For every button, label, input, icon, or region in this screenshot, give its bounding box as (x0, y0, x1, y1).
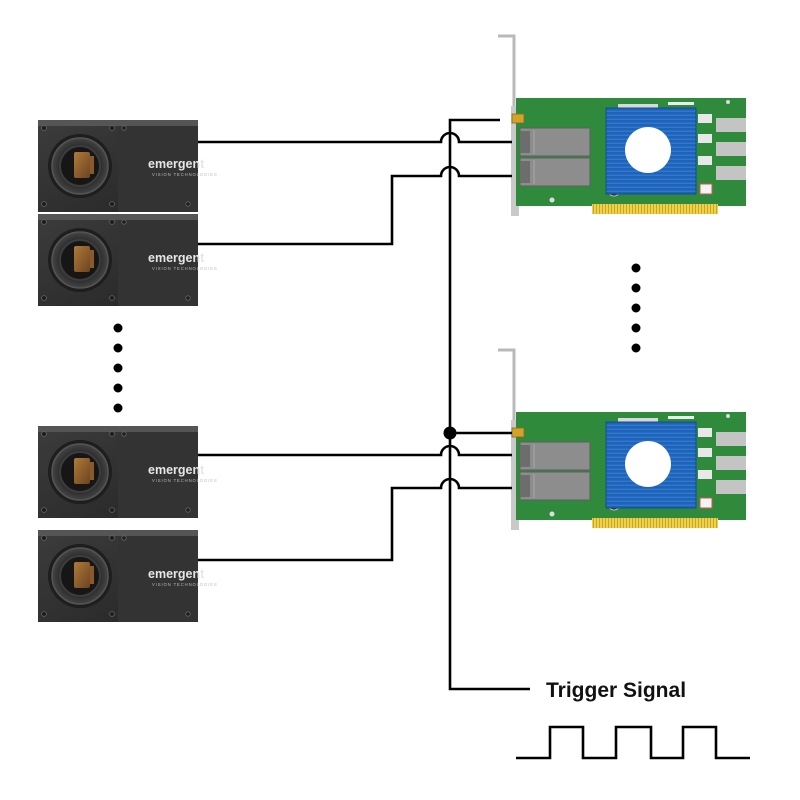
camera-1: emergent VISION TECHNOLOGIES (37, 119, 218, 213)
camera-3: emergent VISION TECHNOLOGIES (37, 425, 218, 519)
cable-camera-2 (198, 165, 512, 246)
camera-1-brand: emergent (148, 157, 205, 171)
camera-2: emergent VISION TECHNOLOGIES (37, 213, 218, 307)
network-card-top (496, 34, 748, 218)
wiring (198, 118, 530, 691)
network-card-bottom (496, 348, 748, 532)
cable-camera-4 (198, 477, 512, 562)
camera-4-brand: emergent (148, 567, 205, 581)
cable-camera-3 (198, 444, 512, 457)
camera-4: emergent VISION TECHNOLOGIES (37, 529, 218, 623)
camera-3-tagline: VISION TECHNOLOGIES (152, 478, 218, 483)
cable-camera-1 (198, 131, 512, 144)
trigger-signal-label: Trigger Signal (546, 679, 686, 702)
card-ellipsis (631, 263, 641, 353)
camera-1-tagline: VISION TECHNOLOGIES (152, 172, 218, 177)
camera-3-brand: emergent (148, 463, 205, 477)
camera-ellipsis (113, 323, 123, 413)
camera-4-tagline: VISION TECHNOLOGIES (152, 582, 218, 587)
trigger-bus (448, 118, 530, 691)
junction-dot (443, 426, 457, 440)
camera-2-tagline: VISION TECHNOLOGIES (152, 266, 218, 271)
camera-2-brand: emergent (148, 251, 205, 265)
square-wave (516, 725, 750, 760)
